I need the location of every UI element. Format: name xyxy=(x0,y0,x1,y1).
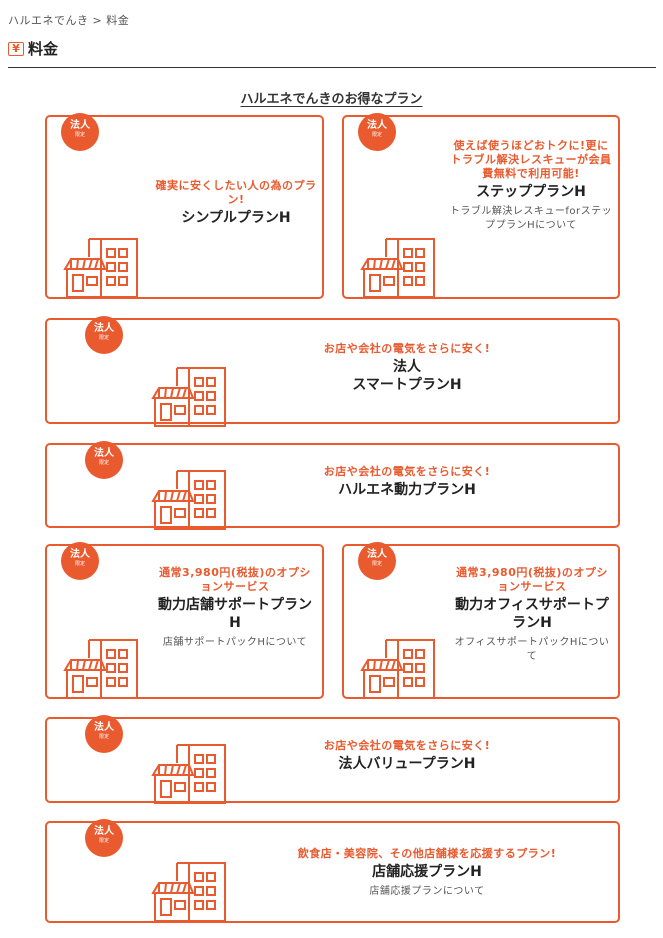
plan-name: 店舗応援プランH xyxy=(372,864,482,880)
hojin-limited-badge: 法人限定 xyxy=(358,542,396,580)
hojin-limited-badge: 法人限定 xyxy=(85,819,123,857)
page-title-text: 料金 xyxy=(28,40,59,58)
plan-tagline: お店や会社の電気をさらに安く! xyxy=(323,739,491,752)
building-icon xyxy=(360,238,435,298)
building-icon xyxy=(151,862,226,922)
plan-card-office-support[interactable]: 法人限定 通常3,980円(税抜)のオプションサービス 動力オフィスサポートプラ… xyxy=(342,542,620,699)
building-icon xyxy=(151,367,226,427)
building-icon xyxy=(151,744,226,804)
plan-text: 確実に安くしたい人の為のプラン! シンプルプランH xyxy=(152,179,320,227)
plan-name: 動力オフィスサポートプランH xyxy=(455,597,609,631)
title-divider xyxy=(8,67,656,68)
plan-text: 使えば使うほどおトクに!更にトラブル解決レスキューが会員費無料で利用可能! ステ… xyxy=(449,139,613,233)
building-icon xyxy=(63,639,138,699)
plan-detail-link[interactable]: 店舗サポートパックHについて xyxy=(162,637,308,648)
plan-text: お店や会社の電気をさらに安く! 法人バリュープランH xyxy=(237,739,577,773)
plan-name: 動力店舗サポートプランH xyxy=(158,597,312,631)
building-icon xyxy=(360,639,435,699)
plan-tagline: 使えば使うほどおトクに!更にトラブル解決レスキューが会員費無料で利用可能! xyxy=(450,139,612,180)
plan-name: ステッププランH xyxy=(476,184,586,200)
section-title: ハルエネでんきのお得なプラン xyxy=(240,92,423,107)
plan-tagline: 通常3,980円(税抜)のオプションサービス xyxy=(159,566,311,593)
plan-tagline: お店や会社の電気をさらに安く! xyxy=(323,342,491,355)
plan-text: お店や会社の電気をさらに安く! 法人 スマートプランH xyxy=(237,342,577,394)
yen-icon: ¥ xyxy=(8,41,24,56)
plan-tagline: 飲食店・美容院、その他店舗様を応援するプラン! xyxy=(297,847,557,860)
plan-card-store-support[interactable]: 法人限定 通常3,980円(税抜)のオプションサービス 動力店舗サポートプランH… xyxy=(45,542,324,699)
plan-detail-link[interactable]: トラブル解決レスキューforステッププランHについて xyxy=(449,206,613,231)
plan-card-step[interactable]: 法人限定 使えば使うほどおトクに!更にトラブル解決レスキューが会員費無料で利用可… xyxy=(342,113,620,299)
plan-card-smart[interactable]: 法人限定 お店や会社の電気をさらに安く! 法人 スマートプランH xyxy=(45,316,620,427)
plan-detail-link[interactable]: オフィスサポートパックHについて xyxy=(454,637,610,662)
hojin-limited-badge: 法人限定 xyxy=(358,113,396,151)
plan-detail-link[interactable]: 店舗応援プランについて xyxy=(369,886,485,897)
plan-card-douryoku[interactable]: 法人限定 お店や会社の電気をさらに安く! ハルエネ動力プランH xyxy=(45,441,620,530)
plan-tagline: 通常3,980円(税抜)のオプションサービス xyxy=(456,566,608,593)
plan-text: 通常3,980円(税抜)のオプションサービス 動力店舗サポートプランH 店舗サポ… xyxy=(155,566,315,650)
plan-name: シンプルプランH xyxy=(181,210,291,226)
plan-name: ハルエネ動力プランH xyxy=(338,482,476,498)
breadcrumb[interactable]: ハルエネでんき > 料金 xyxy=(8,14,130,27)
plan-card-simple[interactable]: 法人限定 確実に安くしたい人の為のプラン! シンプルプランH xyxy=(45,113,324,299)
hojin-limited-badge: 法人限定 xyxy=(85,441,123,479)
plan-card-store-ouen[interactable]: 法人限定 飲食店・美容院、その他店舗様を応援するプラン! 店舗応援プランH 店舗… xyxy=(45,819,620,923)
plan-card-value[interactable]: 法人限定 お店や会社の電気をさらに安く! 法人バリュープランH xyxy=(45,715,620,804)
plan-text: お店や会社の電気をさらに安く! ハルエネ動力プランH xyxy=(237,465,577,499)
hojin-limited-badge: 法人限定 xyxy=(61,113,99,151)
plan-name: 法人バリュープランH xyxy=(338,756,476,772)
plan-name: 法人 スマートプランH xyxy=(352,359,462,393)
plan-text: 通常3,980円(税抜)のオプションサービス 動力オフィスサポートプランH オフ… xyxy=(452,566,612,664)
building-icon xyxy=(151,470,226,530)
hojin-limited-badge: 法人限定 xyxy=(61,542,99,580)
hojin-limited-badge: 法人限定 xyxy=(85,715,123,753)
building-icon xyxy=(63,238,138,298)
hojin-limited-badge: 法人限定 xyxy=(85,316,123,354)
plan-tagline: お店や会社の電気をさらに安く! xyxy=(323,465,491,478)
plan-tagline: 確実に安くしたい人の為のプラン! xyxy=(155,179,317,206)
page-title: ¥ 料金 xyxy=(8,38,58,59)
plan-text: 飲食店・美容院、その他店舗様を応援するプラン! 店舗応援プランH 店舗応援プラン… xyxy=(237,847,617,899)
